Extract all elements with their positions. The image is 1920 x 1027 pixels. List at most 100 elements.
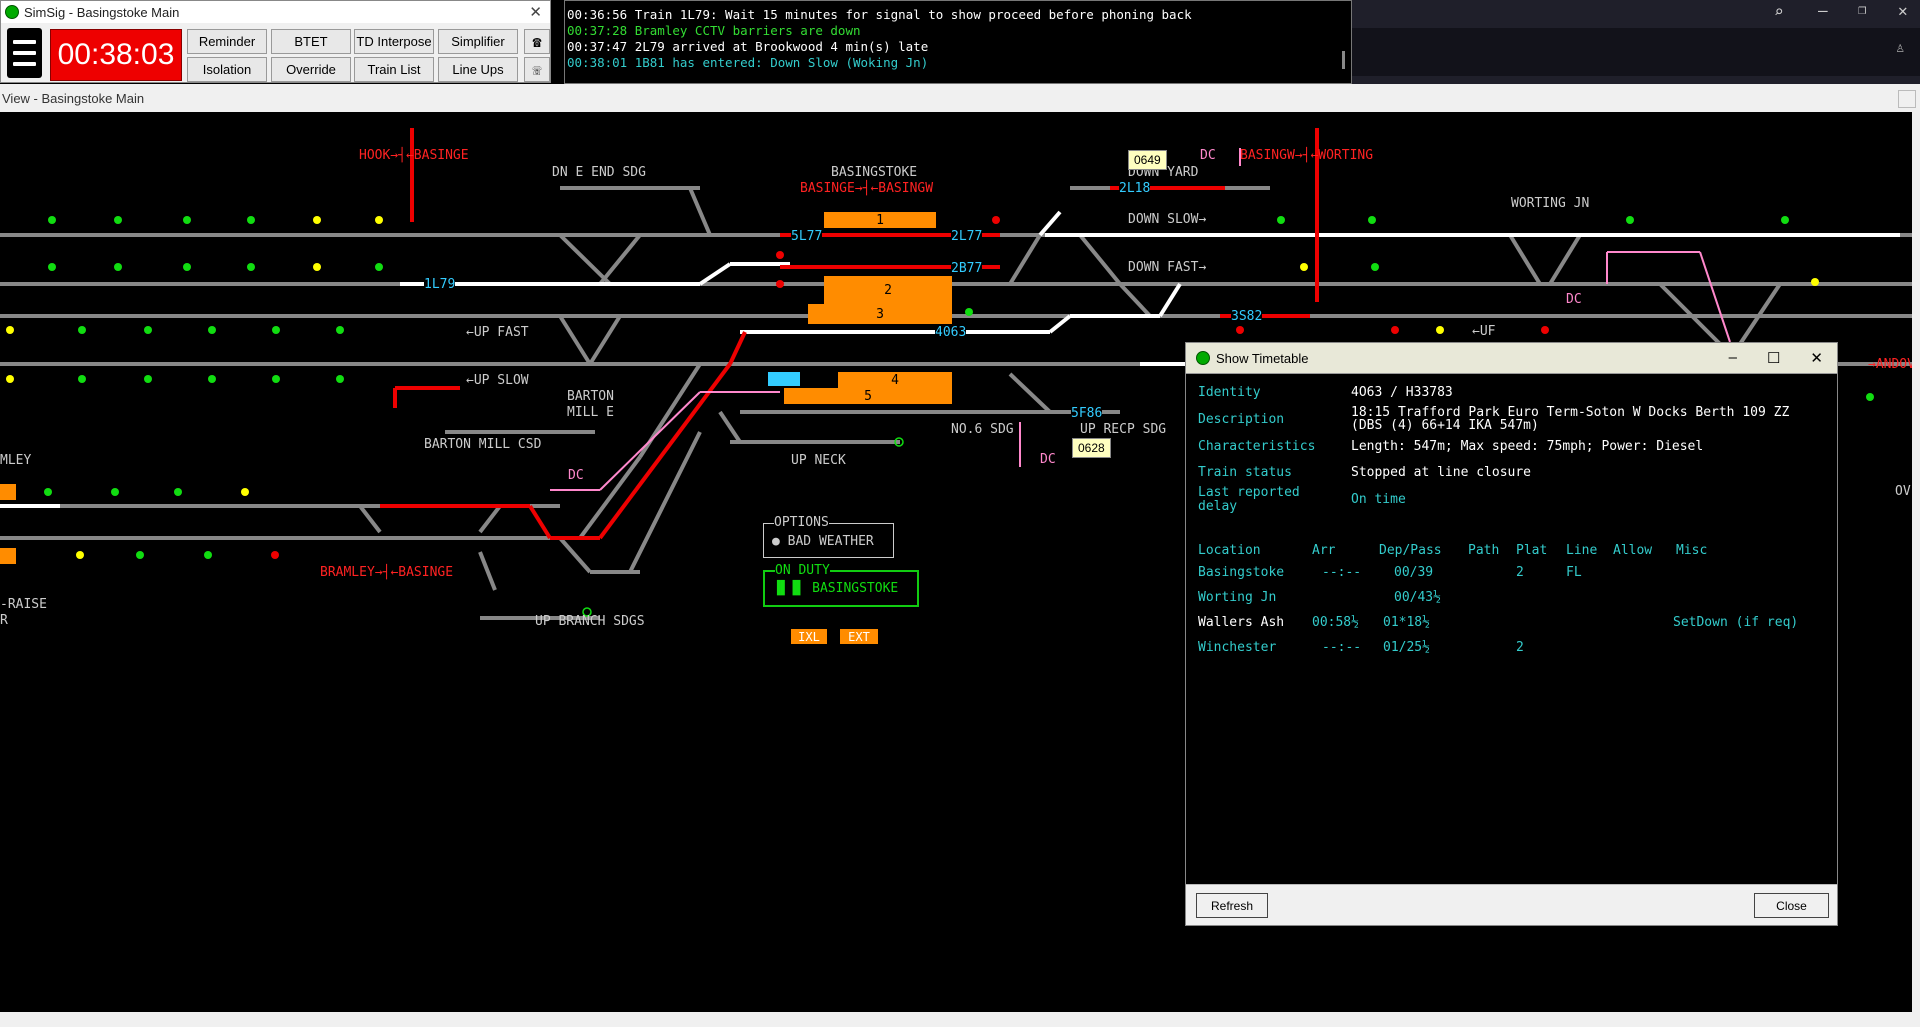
- minimize-icon[interactable]: –: [1818, 1, 1828, 20]
- close-icon[interactable]: ✕: [1898, 1, 1908, 20]
- ixl-button[interactable]: IXL: [791, 629, 827, 644]
- label-uf: ←UF: [1472, 324, 1496, 339]
- platform-1[interactable]: 1: [824, 212, 936, 228]
- berth-1l79[interactable]: 1L79: [424, 277, 456, 292]
- platform-left-marker: [0, 548, 16, 564]
- sim-clock[interactable]: 00:38:03: [50, 29, 182, 81]
- berth-2b77[interactable]: 2B77: [951, 261, 983, 276]
- label-up-neck: UP NECK: [791, 453, 846, 468]
- occupied-berth-marker: [768, 372, 800, 386]
- column-location: Location: [1198, 543, 1261, 558]
- log-scrollbar[interactable]: [1342, 51, 1345, 69]
- berth-2l18[interactable]: 2L18: [1119, 181, 1151, 196]
- person-icon[interactable]: ♙: [1896, 40, 1905, 56]
- maximize-icon[interactable]: ☐: [1766, 350, 1781, 367]
- label-barton: BARTON: [567, 389, 614, 404]
- control-titlebar: SimSig - Basingstoke Main ✕: [1, 1, 550, 23]
- simsig-logo-icon: [1196, 351, 1210, 365]
- on-duty-basingstoke[interactable]: ▐▌▐▌ BASINGSTOKE: [773, 581, 899, 596]
- field-key-train-status: Train status: [1198, 465, 1292, 480]
- label-dc: DC: [568, 468, 584, 483]
- field-value-description-2: (DBS (4) 66+14 IKA 547m): [1351, 418, 1539, 433]
- berth-3s82[interactable]: 3S82: [1231, 309, 1263, 324]
- table-row[interactable]: Worting Jn 00/43½: [1186, 590, 1837, 608]
- platform-3[interactable]: 3: [808, 304, 952, 324]
- label-basinge-basingw: BASINGE→┤←BASINGW: [800, 181, 934, 196]
- view-vertical-scrollbar[interactable]: [1912, 112, 1920, 1012]
- cell-dep: 00/43½: [1394, 590, 1441, 605]
- cell-misc: SetDown (if req): [1673, 615, 1799, 630]
- refresh-button[interactable]: Refresh: [1196, 893, 1268, 918]
- cell-line: FL: [1566, 565, 1582, 580]
- message-line: 00:37:47 2L79 arrived at Brookwood 4 min…: [567, 39, 929, 54]
- table-row[interactable]: Basingstoke --:-- 00/39 2 FL: [1186, 565, 1837, 583]
- telephone-icon[interactable]: ☎: [524, 29, 550, 54]
- message-line: 00:37:28 Bramley CCTV barriers are down: [567, 23, 861, 38]
- label-dn-e-end-sdg: DN E END SDG: [552, 165, 646, 180]
- line-ups-button[interactable]: Line Ups: [438, 57, 518, 82]
- label-r: R: [0, 613, 8, 628]
- bad-weather-option[interactable]: ● BAD WEATHER: [772, 534, 874, 549]
- simplifier-button[interactable]: Simplifier: [438, 29, 518, 54]
- view-horizontal-scrollbar[interactable]: [0, 1012, 1920, 1027]
- label-down-slow: DOWN SLOW→: [1128, 212, 1207, 227]
- field-value-train-status: Stopped at line closure: [1351, 465, 1532, 480]
- message-line: 00:38:01 1B81 has entered: Down Slow (Wo…: [567, 55, 929, 70]
- column-path: Path: [1468, 543, 1500, 558]
- field-key-identity: Identity: [1198, 385, 1261, 400]
- berth-5l77[interactable]: 5L77: [791, 229, 823, 244]
- td-interpose-button[interactable]: TD Interpose: [354, 29, 434, 54]
- reminder-button[interactable]: Reminder: [187, 29, 267, 54]
- field-value-description: 18:15 Trafford Park Euro Term-Soton W Do…: [1351, 405, 1790, 420]
- cell-plat: 2: [1516, 640, 1524, 655]
- train-list-button[interactable]: Train List: [354, 57, 434, 82]
- tag-0628[interactable]: 0628: [1072, 438, 1111, 458]
- hamburger-icon: [13, 40, 36, 44]
- dialog-title: Show Timetable: [1216, 350, 1309, 366]
- close-button[interactable]: Close: [1754, 893, 1829, 918]
- label-bramley-basinge: BRAMLEY→┤←BASINGE: [320, 565, 454, 580]
- ext-button[interactable]: EXT: [840, 629, 878, 644]
- menu-button[interactable]: [7, 28, 42, 78]
- column-line: Line: [1566, 543, 1598, 558]
- table-row[interactable]: Winchester --:-- 01/25½ 2: [1186, 640, 1837, 658]
- label-andov: →ANDOV: [1868, 357, 1915, 372]
- view-header: View - Basingstoke Main: [0, 84, 1920, 112]
- label-barton-mill-csd: BARTON MILL CSD: [424, 437, 542, 452]
- btet-button[interactable]: BTET: [271, 29, 351, 54]
- phone-book-icon[interactable]: ☏: [524, 57, 550, 82]
- field-key-characteristics: Characteristics: [1198, 439, 1316, 454]
- options-box: OPTIONS ● BAD WEATHER: [763, 515, 894, 558]
- close-icon[interactable]: ✕: [1810, 350, 1823, 367]
- platform-4[interactable]: 4: [838, 372, 952, 388]
- cell-dep: 01*18½: [1383, 615, 1430, 630]
- cell-arr: --:--: [1322, 640, 1362, 655]
- label-dc: DC: [1200, 148, 1216, 163]
- search-icon[interactable]: ⌕: [1774, 2, 1784, 21]
- label-worting-jn: WORTING JN: [1511, 196, 1590, 211]
- cell-dep: 00/39: [1394, 565, 1434, 580]
- platform-2[interactable]: 2: [824, 276, 952, 304]
- cell-arr: 00:58½: [1312, 615, 1359, 630]
- label-down-fast: DOWN FAST→: [1128, 260, 1207, 275]
- restore-icon[interactable]: ❐: [1858, 2, 1867, 18]
- override-button[interactable]: Override: [271, 57, 351, 82]
- platform-5[interactable]: 5: [784, 388, 952, 404]
- label-dc: DC: [1566, 292, 1582, 307]
- isolation-button[interactable]: Isolation: [187, 57, 267, 82]
- cell-location: Winchester: [1198, 640, 1277, 655]
- control-window: SimSig - Basingstoke Main ✕ 00:38:03 Rem…: [0, 0, 551, 83]
- minimize-icon[interactable]: –: [1728, 349, 1737, 366]
- berth-4063[interactable]: 4063: [935, 325, 967, 340]
- cell-plat: 2: [1516, 565, 1524, 580]
- close-icon[interactable]: ✕: [529, 4, 542, 21]
- label-basingw-worting: BASINGW→┤←WORTING: [1240, 148, 1374, 163]
- tag-0649[interactable]: 0649: [1128, 150, 1167, 170]
- table-row[interactable]: Wallers Ash 00:58½ 01*18½ SetDown (if re…: [1186, 615, 1837, 633]
- berth-5f86[interactable]: 5F86: [1071, 406, 1103, 421]
- message-log[interactable]: 00:36:56 Train 1L79: Wait 15 minutes for…: [564, 0, 1352, 84]
- field-key-delay: delay: [1198, 499, 1238, 514]
- view-close-button[interactable]: [1898, 90, 1916, 108]
- berth-2l77[interactable]: 2L77: [951, 229, 983, 244]
- label-up-recp-sdg: UP RECP SDG: [1080, 422, 1167, 437]
